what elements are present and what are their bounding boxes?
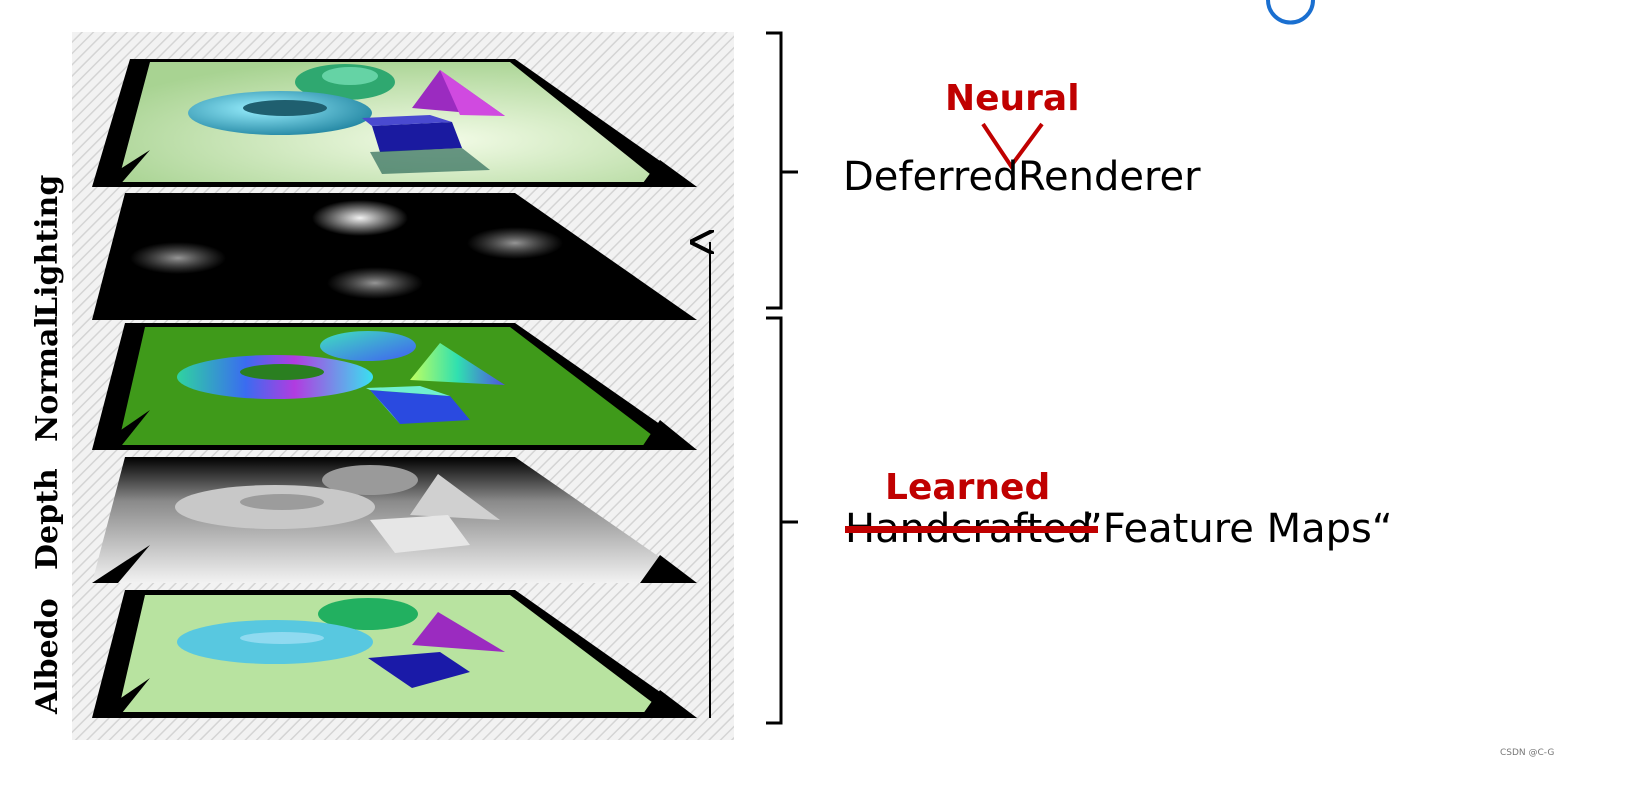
- layer-normal: [92, 323, 697, 450]
- text-feature-maps: ”Feature Maps“: [1082, 506, 1393, 552]
- layer-label-depth: Depth: [30, 468, 65, 570]
- layer-lit-render: [92, 59, 697, 187]
- strikethrough-bar: [845, 526, 1098, 533]
- corner-circle-fragment: [1266, 0, 1315, 25]
- bracket-top: [766, 31, 798, 310]
- inserted-word-neural: Neural: [945, 78, 1080, 119]
- layer-albedo: [92, 590, 697, 718]
- inserted-word-learned: Learned: [885, 467, 1051, 508]
- text-renderer: Renderer: [1018, 154, 1201, 200]
- text-deferred: Deferred: [843, 154, 1019, 200]
- layer-label-normal: Normal: [30, 316, 65, 442]
- layer-depth: [92, 457, 697, 583]
- layer-label-lighting: Lighting: [30, 174, 65, 318]
- watermark: CSDN @C-G: [1500, 748, 1555, 758]
- insertion-caret: [981, 122, 1044, 170]
- layer-lighting: [92, 193, 697, 320]
- layer-label-albedo: Albedo: [30, 598, 65, 714]
- bracket-bottom: [766, 316, 798, 725]
